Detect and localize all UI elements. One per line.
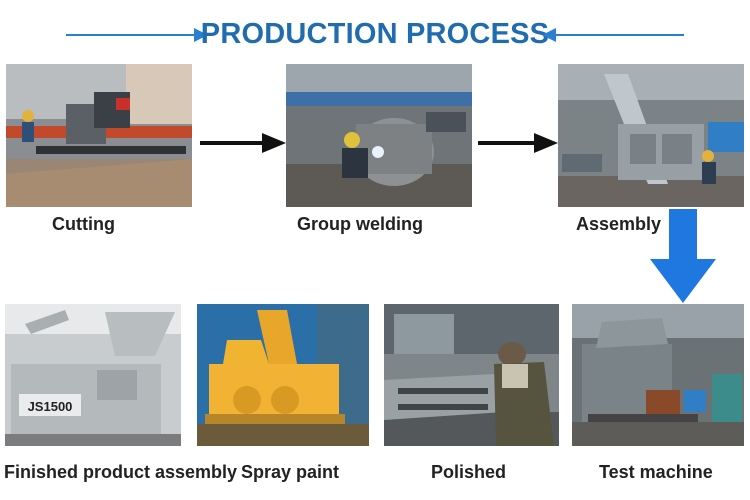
caption-finished-product-assembly: Finished product assembly (4, 462, 238, 482)
photo-polished (384, 304, 559, 446)
caption-spray-paint: Spray paint (241, 462, 340, 482)
caption-group-welding: Group welding (297, 214, 423, 234)
caption-assembly: Assembly (576, 214, 662, 234)
photo-finished-product-assembly: JS1500 (5, 304, 181, 446)
flow-arrow-1-icon (200, 133, 286, 153)
flow-arrow-2-icon (478, 133, 558, 153)
title-right-arrow-icon (194, 28, 208, 42)
title-left-arrow-icon (542, 28, 556, 42)
caption-polished: Polished (431, 462, 507, 482)
photo-spray-paint (197, 304, 369, 446)
title-row: PRODUCTION PROCESS (0, 14, 750, 54)
page-title: PRODUCTION PROCESS (200, 18, 550, 50)
title-left-line (66, 34, 194, 36)
title-right-line (556, 34, 684, 36)
flow-arrow-down-icon (650, 209, 716, 303)
photo-cutting (6, 64, 192, 207)
caption-cutting: Cutting (52, 214, 115, 234)
machine-plate: JS1500 (28, 399, 73, 414)
photo-test-machine (572, 304, 744, 446)
photo-group-welding (286, 64, 472, 207)
photo-assembly (558, 64, 744, 207)
caption-test-machine: Test machine (599, 462, 713, 482)
